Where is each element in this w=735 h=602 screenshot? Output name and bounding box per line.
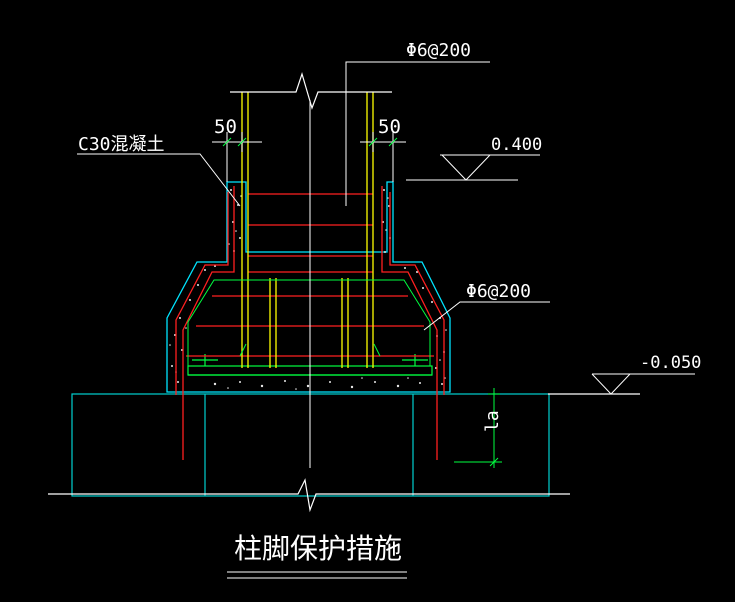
dimension-right-label: 50 — [378, 116, 401, 138]
concrete-encasement — [166, 181, 451, 393]
dimension-left-label: 50 — [214, 116, 237, 138]
stirrup-mid-label: Φ6@200 — [466, 281, 531, 302]
dimension-left — [212, 132, 262, 182]
elevation-top-marker — [406, 154, 540, 181]
drawing-title: 柱脚保护措施 — [234, 532, 402, 565]
elevation-ground-marker — [591, 373, 695, 395]
stirrup-top-leader — [345, 61, 490, 206]
ground-lines — [48, 393, 640, 513]
title-underline — [227, 571, 407, 579]
inner-green-outline — [187, 279, 431, 366]
anchor-length-dimension — [454, 388, 502, 468]
top-break-line — [230, 71, 392, 110]
anchor-length-label: la — [482, 410, 503, 432]
steel-column — [241, 92, 374, 368]
concrete-leader — [77, 153, 241, 207]
stirrup-mid-leader — [423, 301, 550, 331]
elevation-ground-label: -0.050 — [640, 353, 701, 373]
concrete-label: C30混凝土 — [78, 134, 165, 155]
dimension-right — [360, 132, 406, 182]
stirrup-top-label: Φ6@200 — [406, 40, 471, 61]
elevation-top-label: 0.400 — [491, 135, 542, 155]
